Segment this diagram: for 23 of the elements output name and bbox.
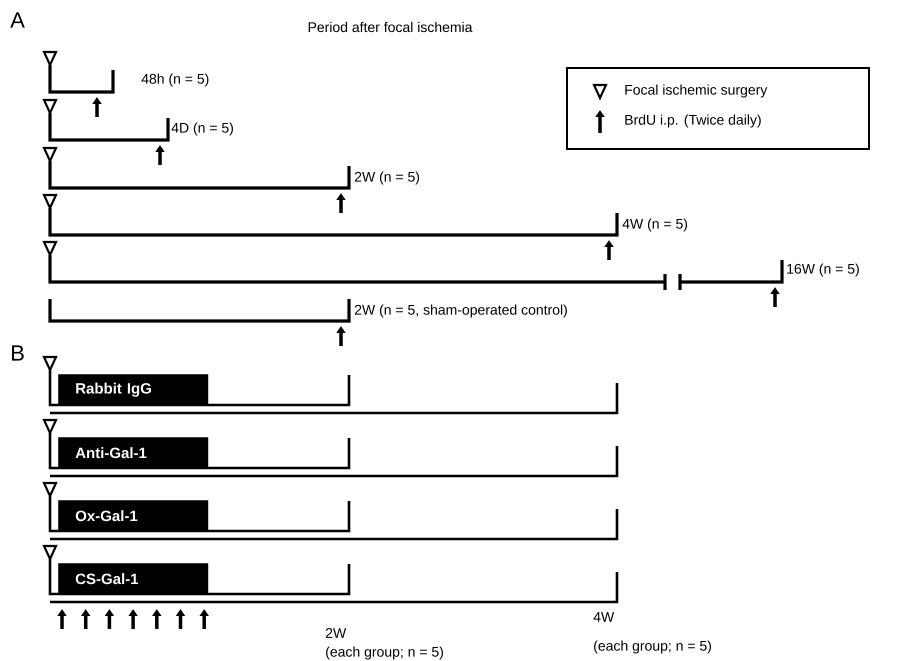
time-label: 2W (n = 5) xyxy=(354,171,420,185)
node-label: Ox-Gal-1 xyxy=(76,510,138,522)
time-label: 4D (n = 5) xyxy=(172,122,233,136)
time-label: 2W (n = 5, sham-operated control) xyxy=(354,304,567,318)
node-label: Anti-Gal-1 xyxy=(76,447,146,458)
time-label: 16W (n = 5) xyxy=(787,263,859,277)
treatment-bar: Ox-Gal-1 xyxy=(58,500,208,532)
panel-letter: B xyxy=(12,345,24,361)
chart-title: Period after focal ischemia xyxy=(308,22,472,32)
treatment-bar: Rabbit IgG xyxy=(58,374,208,406)
legend-label: BrdU i.p. (Twice daily) xyxy=(625,114,761,128)
time-label: (each group; n = 5) xyxy=(594,640,711,654)
treatment-bar: CS-Gal-1 xyxy=(58,563,208,594)
treatment-bar: Anti-Gal-1 xyxy=(58,437,208,468)
legend-label: Focal ischemic surgery xyxy=(625,84,768,98)
time-label: 2W xyxy=(326,628,346,638)
time-label: (each group; n = 5) xyxy=(326,646,443,660)
panel-letter: A xyxy=(10,12,25,28)
time-label: 48h (n = 5) xyxy=(142,73,208,87)
node-label: CS-Gal-1 xyxy=(76,573,138,584)
node-label: Rabbit IgG xyxy=(76,382,151,397)
time-label: 4W (n = 5) xyxy=(622,218,688,232)
time-label: 4W xyxy=(594,612,614,622)
